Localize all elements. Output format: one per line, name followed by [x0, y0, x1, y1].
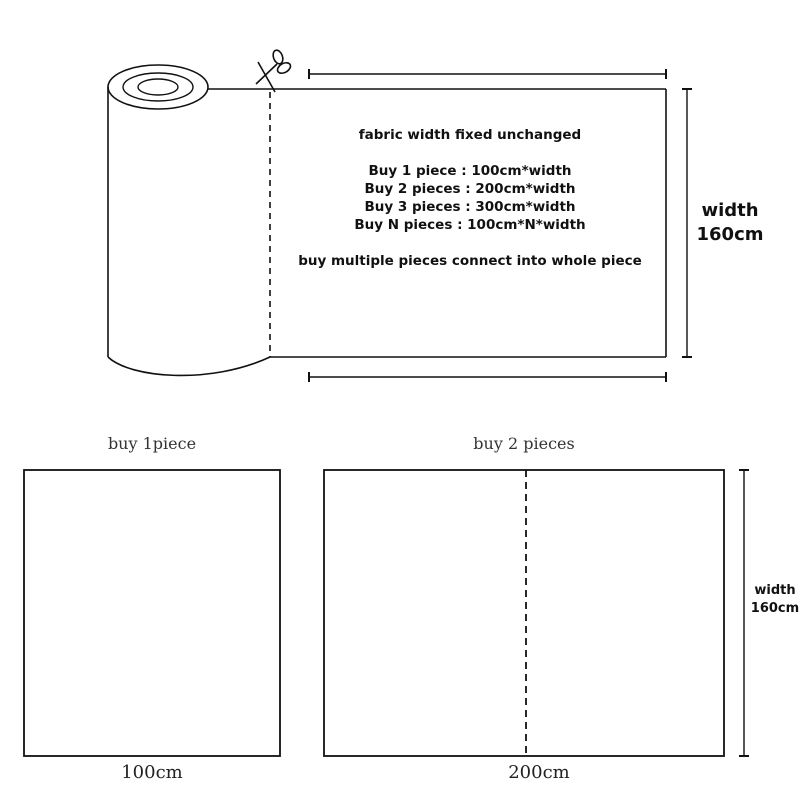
scissors-icon [255, 49, 292, 93]
pricing-item: Buy 1 piece : 100cm*width [368, 163, 572, 179]
roll-dimension-lines [308, 69, 692, 382]
pricing-item: Buy 3 pieces : 300cm*width [364, 199, 576, 215]
fabric-roll [107, 64, 271, 377]
fabric-heading: fabric width fixed unchanged [358, 127, 582, 143]
panel-two-width-label: width 160cm [750, 583, 800, 616]
panel-one-length: 100cm [121, 762, 183, 783]
panel-two-caption: buy 2 pieces [473, 434, 575, 453]
pricing-list: Buy 1 piece : 100cm*width Buy 2 pieces :… [270, 162, 670, 234]
connect-note: buy multiple pieces connect into whole p… [298, 253, 642, 269]
roll-info-text: fabric width fixed unchanged Buy 1 piece… [270, 126, 670, 270]
panel-one-piece [23, 469, 281, 757]
panel-two-length: 200cm [508, 762, 570, 783]
pricing-item: Buy 2 pieces : 200cm*width [364, 181, 576, 197]
fabric-sheet [208, 88, 667, 358]
roll-width-label: width 160cm [696, 200, 764, 245]
panel-two-pieces [323, 469, 725, 757]
pricing-item: Buy N pieces : 100cm*N*width [354, 217, 586, 233]
panel-one-caption: buy 1piece [107, 434, 197, 453]
